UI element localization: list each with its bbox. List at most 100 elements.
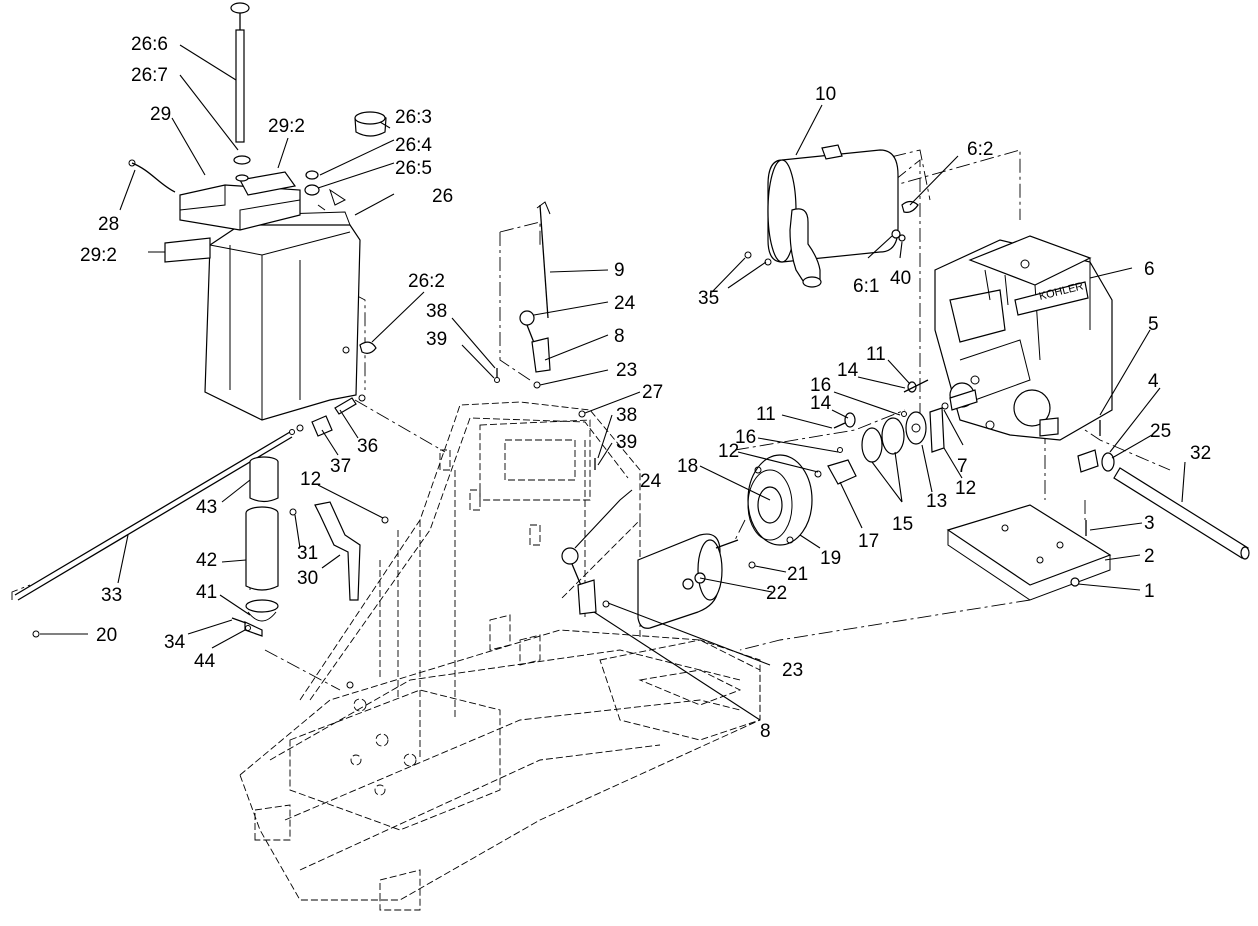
drive-shaft (1113, 467, 1250, 560)
callout-24-b: 24 (640, 471, 662, 492)
callout-17: 17 (858, 531, 879, 552)
coupling-stack (814, 379, 945, 485)
exhaust-washer (898, 234, 906, 242)
callout-22: 22 (766, 583, 787, 604)
callout-3: 3 (1144, 513, 1155, 534)
callout-7: 7 (957, 456, 968, 477)
callout-34: 34 (164, 632, 186, 653)
callout-29: 29 (150, 104, 171, 125)
callout-6: 6 (1144, 259, 1155, 280)
callout-26: 26 (432, 186, 453, 207)
callout-12-b: 12 (718, 441, 739, 462)
control-screw (578, 410, 586, 418)
callout-4: 4 (1148, 371, 1159, 392)
callout-33: 33 (101, 585, 122, 606)
callout-13: 13 (926, 491, 947, 512)
callout-20: 20 (96, 625, 117, 646)
callout-1: 1 (1144, 581, 1155, 602)
callout-23-b: 23 (782, 660, 803, 681)
callout-8-b: 8 (760, 721, 771, 742)
callout-38-a: 38 (426, 301, 447, 322)
callout-5: 5 (1148, 314, 1159, 335)
callout-26-3: 26:3 (395, 107, 432, 128)
callout-31: 31 (297, 543, 318, 564)
tube-clamp-41 (244, 599, 279, 637)
exhaust-gasket (901, 200, 919, 213)
throttle-lever-lower (561, 547, 610, 615)
throttle-cable-upper (494, 201, 551, 389)
callout-14-b: 14 (810, 393, 832, 414)
callout-30: 30 (297, 568, 318, 589)
callout-36: 36 (357, 436, 378, 457)
callout-23-a: 23 (616, 360, 637, 381)
rod-fastener (32, 630, 40, 638)
fuel-tank (204, 211, 361, 421)
tube-sleeve-43 (249, 456, 279, 503)
tank-strap-bracket (179, 184, 301, 231)
callout-10: 10 (815, 84, 836, 105)
muffler-bolt-b (764, 258, 772, 266)
fuel-cap (354, 111, 387, 137)
callout-labels: 26:6 26:7 29 29:2 26:3 26:4 26:5 26 28 2… (80, 34, 1211, 742)
callout-15: 15 (892, 514, 913, 535)
callout-40: 40 (890, 268, 911, 289)
callout-19: 19 (820, 548, 841, 569)
bracket-screw (289, 508, 297, 516)
callout-38-b: 38 (616, 405, 637, 426)
callout-26-6: 26:6 (131, 34, 168, 55)
callout-26-2: 26:2 (408, 271, 445, 292)
tank-wire (131, 162, 176, 193)
long-rod (14, 431, 291, 596)
callout-29-2-side: 29:2 (80, 245, 117, 266)
mount-nut (1070, 577, 1080, 587)
callout-25: 25 (1150, 421, 1171, 442)
callout-27: 27 (642, 382, 663, 403)
callout-26-4: 26:4 (395, 135, 432, 156)
callout-12-a: 12 (300, 469, 321, 490)
tank-vent-fittings (304, 170, 346, 211)
callout-11-b: 11 (756, 404, 776, 425)
tube-sleeve-42 (245, 506, 279, 591)
crank-key (941, 402, 949, 410)
callout-26-5: 26:5 (395, 158, 432, 179)
bent-bracket (314, 501, 361, 601)
tank-hose-clamp (359, 341, 377, 354)
callout-43: 43 (196, 497, 217, 518)
callout-32: 32 (1190, 443, 1211, 464)
callout-37: 37 (330, 456, 351, 477)
callout-18: 18 (677, 456, 698, 477)
callout-2: 2 (1144, 546, 1155, 567)
fuel-gauge-rod (230, 2, 251, 182)
callout-29-2-top: 29:2 (268, 116, 305, 137)
callout-28: 28 (98, 214, 119, 235)
callout-8-a: 8 (614, 326, 625, 347)
callout-16-a: 16 (810, 375, 831, 396)
callout-6-1: 6:1 (853, 276, 879, 297)
callout-35: 35 (698, 288, 719, 309)
callout-26-7: 26:7 (131, 65, 168, 86)
pump-fitting (1077, 449, 1115, 473)
engine (934, 235, 1113, 441)
crankshaft (949, 389, 978, 411)
callout-12-c: 12 (955, 478, 976, 499)
callout-14-a: 14 (837, 360, 859, 381)
engine-mount-plate (946, 504, 1112, 601)
tank-pad-upper (239, 171, 297, 196)
callout-24-a: 24 (614, 293, 636, 314)
callout-42: 42 (196, 550, 217, 571)
callout-16-b: 16 (735, 427, 756, 448)
callout-6-2: 6:2 (967, 139, 993, 160)
fuel-line-fittings (289, 394, 366, 437)
callout-44: 44 (194, 651, 216, 672)
wire-end (128, 159, 136, 167)
tank-screw (342, 346, 350, 354)
callout-39-a: 39 (426, 329, 447, 350)
callout-39-b: 39 (616, 432, 637, 453)
long-rod-edge (17, 436, 293, 601)
clamp-bolt (231, 617, 247, 624)
pump-adapter-housing (747, 454, 813, 546)
callout-11-a: 11 (866, 344, 886, 365)
muffler-bolt-a (744, 251, 752, 259)
exhaust-nut (891, 229, 901, 239)
hydraulic-pump (637, 533, 739, 629)
